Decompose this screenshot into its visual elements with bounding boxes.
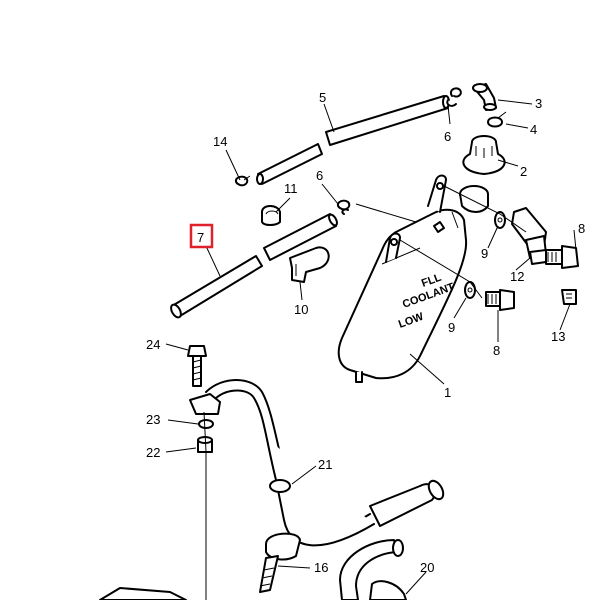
callout-9-upper[interactable]: 9 [481,246,488,261]
callout-13[interactable]: 13 [551,329,565,344]
nut-part-12[interactable] [529,249,547,265]
callout-24[interactable]: 20 [420,560,434,575]
clip-part-13[interactable] [561,289,577,305]
coolant-reservoir-part-1[interactable]: FLL COOLANT LOW [337,174,489,383]
alignment-lines [203,185,527,600]
callout-2[interactable]: 2 [520,164,527,179]
o-ring-part-22[interactable] [198,419,214,429]
callout-16[interactable]: 16 [314,560,328,575]
bolt-part-8-center[interactable] [485,289,515,311]
callout-6-mid[interactable]: 6 [316,168,323,183]
filler-cap-part-2[interactable] [462,135,506,175]
clip-part-6-upper[interactable] [446,87,462,107]
clip-part-14[interactable] [234,175,251,187]
callout-12[interactable]: 12 [510,269,524,284]
callout-14[interactable]: 14 [213,134,227,149]
hose-holder-part-10[interactable] [289,246,330,283]
callout-7[interactable]: 7 [197,230,204,245]
callout-20[interactable]: 21 [318,457,332,472]
leader-lines [165,99,577,595]
bolt-part-8-right[interactable] [545,245,579,269]
bolt-part-23[interactable] [187,345,207,387]
washer-part-9-lower[interactable] [464,281,476,299]
bolt-part-16[interactable] [259,532,301,593]
callout-1[interactable]: 1 [444,385,451,400]
clip-part-6-mid[interactable] [336,199,351,215]
callout-8-center[interactable]: 8 [493,343,500,358]
callout-9-lower[interactable]: 9 [448,320,455,335]
elbow-fitting-part-3[interactable] [472,83,497,111]
callout-5[interactable]: 5 [319,90,326,105]
callout-8-right[interactable]: 8 [578,221,585,236]
callout-21[interactable]: 22 [146,445,160,460]
callout-labels: 5 3 4 6 2 14 11 6 7 10 1 9 9 8 8 12 13 2… [146,90,585,575]
clamp-part-11[interactable] [261,205,281,226]
callout-23[interactable]: 24 [146,337,160,352]
callout-7-highlight-box [189,223,214,249]
callout-11[interactable]: 11 [284,181,298,196]
callout-10[interactable]: 10 [294,302,308,317]
lower-bracket-fragment[interactable] [99,587,187,600]
breather-hose-part-7[interactable] [169,213,339,319]
callout-6-upper[interactable]: 6 [444,129,451,144]
coolant-pipe-part-20[interactable] [189,379,446,547]
callout-3[interactable]: 3 [535,96,542,111]
hose-part-24[interactable] [339,539,407,600]
callout-4[interactable]: 4 [530,122,537,137]
callout-22[interactable]: 23 [146,412,160,427]
hose-part-5[interactable] [256,95,450,185]
clip-part-4[interactable] [487,111,507,128]
